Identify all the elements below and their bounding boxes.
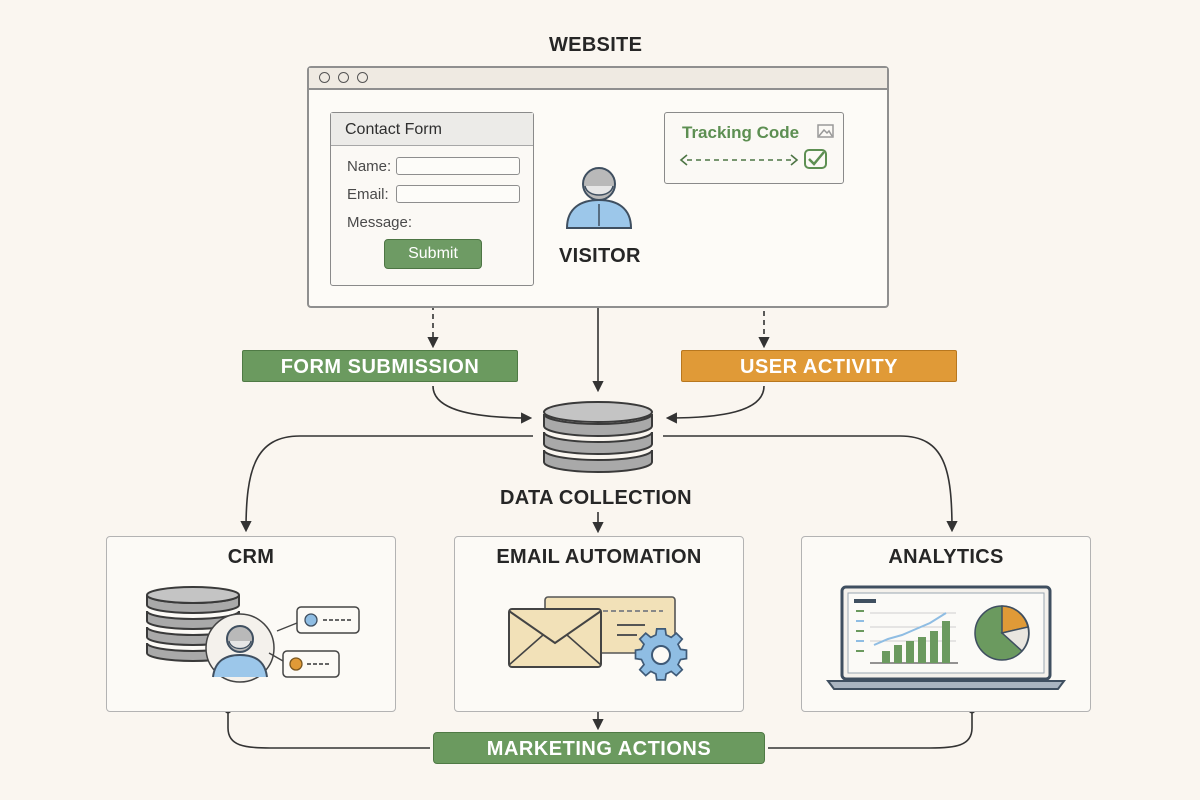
tracking-code-box: Tracking Code [664,112,844,184]
message-label: Message: [347,214,413,231]
envelope-icon [508,608,602,668]
email-input[interactable] [396,185,520,203]
name-input[interactable] [396,157,520,175]
laptop-dashboard-icon [826,585,1066,690]
submit-button[interactable]: Submit [384,239,482,269]
window-control-icon [338,72,349,83]
email-automation-card: EMAIL AUTOMATION [454,536,744,712]
email-automation-title: EMAIL AUTOMATION [496,546,702,568]
website-title: WEBSITE [549,34,643,56]
contact-form-title: Contact Form [345,121,442,138]
crm-contact-avatar-icon [205,613,275,683]
browser-title-bar [309,68,887,90]
database-icon [543,401,653,473]
visitor-label: VISITOR [559,245,641,267]
crm-tag-orange-icon [268,650,340,678]
arrow-submission-to-data [432,385,533,424]
image-icon [817,124,834,138]
crm-tag-blue-icon [276,606,360,634]
analytics-title: ANALYTICS [888,546,1004,568]
marketing-actions-label: MARKETING ACTIONS [433,732,765,764]
dashed-arrow-icon [679,154,799,166]
visitor-avatar-icon [565,167,633,229]
form-submission-label: FORM SUBMISSION [242,350,518,382]
user-activity-label: USER ACTIVITY [681,350,957,382]
contact-form-header: Contact Form [331,113,533,146]
line-analytics-to-actions [768,710,973,749]
data-collection-label: DATA COLLECTION [500,487,692,509]
name-label: Name: [347,158,392,175]
arrow-data-to-crm [240,435,533,533]
window-control-icon [319,72,330,83]
checkmark-icon [804,149,827,169]
crm-card: CRM [106,536,396,712]
arrow-data-to-analytics [663,435,958,533]
contact-form: Contact Form Name: Email: Message: Submi… [330,112,534,286]
crm-title: CRM [227,546,275,568]
email-label: Email: [347,186,389,203]
window-control-icon [357,72,368,83]
gear-icon [634,628,688,681]
analytics-card: ANALYTICS [801,536,1091,712]
arrow-activity-to-data [665,385,765,424]
line-crm-to-actions [227,710,430,749]
tracking-code-title: Tracking Code [682,123,800,142]
